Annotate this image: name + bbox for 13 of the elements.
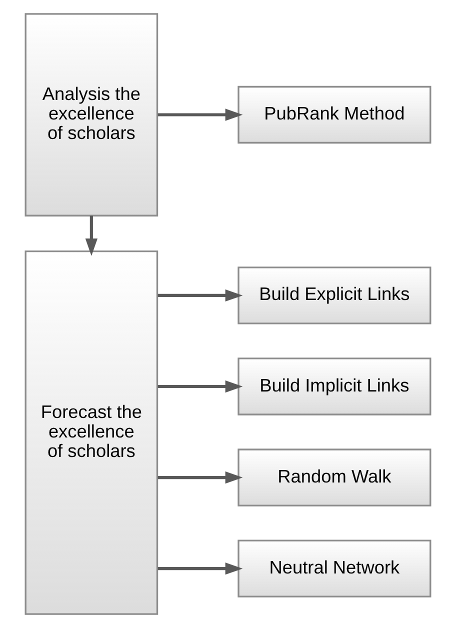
arrow [158, 471, 243, 484]
arrow [158, 108, 243, 121]
arrow [85, 216, 98, 256]
node-box: Analysis the excellence of scholars [24, 13, 158, 216]
node-box: Build Implicit Links [238, 358, 432, 416]
node-box: Random Walk [238, 448, 432, 506]
arrow [158, 289, 243, 302]
node-box: Build Explicit Links [238, 266, 432, 324]
node-box: Neutral Network [238, 540, 432, 598]
node-box: Forecast the excellence of scholars [24, 250, 158, 615]
arrow [158, 562, 243, 575]
arrow [158, 380, 243, 393]
node-box: PubRank Method [238, 86, 432, 144]
